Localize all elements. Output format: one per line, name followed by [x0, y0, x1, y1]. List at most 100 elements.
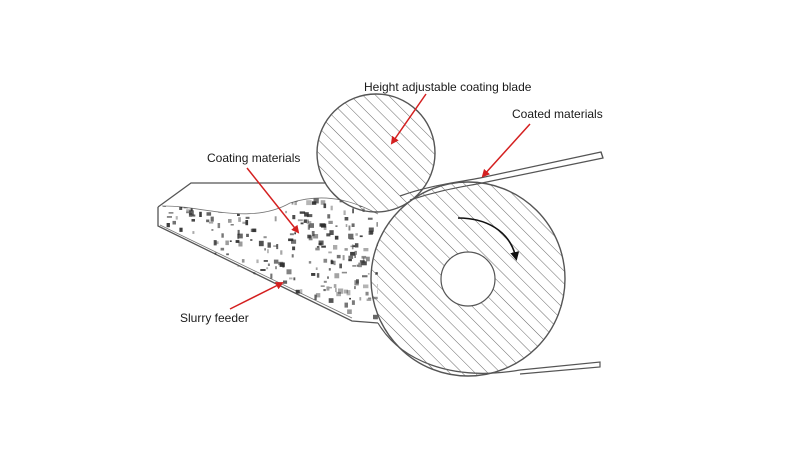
slurry-particle [206, 219, 210, 223]
slurry-particle [239, 271, 242, 274]
slurry-particle [328, 268, 331, 271]
slurry-particle [348, 258, 352, 262]
label-coating-materials: Coating materials [207, 151, 300, 165]
slurry-particle [316, 319, 320, 320]
slurry-particle [333, 260, 336, 266]
slurry-particle [166, 216, 172, 218]
slurry-particle [187, 296, 193, 299]
slurry-particle [328, 220, 333, 224]
slurry-particle [294, 314, 297, 319]
slurry-particle [170, 291, 173, 293]
slurry-particle [315, 267, 318, 270]
slurry-particle [318, 240, 324, 245]
slurry-particle [203, 294, 206, 300]
slurry-particle [246, 281, 251, 284]
slurry-particle [213, 240, 217, 246]
slurry-particle [163, 203, 166, 207]
slurry-particle [365, 291, 369, 296]
slurry-particle [318, 242, 322, 246]
feeder-arrow [229, 282, 284, 310]
slurry-particle [176, 278, 183, 282]
slurry-particle [349, 297, 351, 300]
slurry-particle [224, 206, 227, 210]
slurry-particle [289, 233, 294, 236]
slurry-particle [323, 258, 328, 263]
slurry-particle [359, 260, 365, 263]
slurry-particle [336, 316, 339, 320]
slurry-particle [223, 304, 229, 309]
slurry-particle [200, 192, 205, 194]
slurry-particle [256, 197, 263, 200]
slurry-particle [326, 233, 331, 237]
slurry-particle [248, 208, 253, 211]
slurry-particle [276, 244, 279, 250]
slurry-particle [335, 225, 338, 227]
slurry-particle [273, 245, 278, 247]
slurry-particle [292, 189, 296, 191]
slurry-particle [188, 287, 193, 289]
slurry-particle [200, 304, 205, 307]
rotation-arrow [457, 217, 520, 261]
slurry-particle [313, 198, 319, 204]
slurry-particle [167, 262, 170, 267]
slurry-particle [354, 280, 359, 286]
slurry-particle [224, 202, 227, 205]
slurry-particle [304, 186, 306, 188]
slurry-particle [250, 239, 253, 241]
slurry-particle [363, 248, 369, 252]
slurry-particle [256, 322, 261, 324]
slurry-particle [230, 224, 234, 226]
slurry-particle [196, 205, 199, 209]
slurry-particle [211, 186, 215, 188]
slurry-particle [335, 288, 337, 293]
slurry-particle [322, 321, 325, 323]
slurry-particle [243, 197, 248, 201]
slurry-particle [221, 233, 224, 238]
slurry-particle [311, 273, 316, 276]
slurry-particle [164, 260, 170, 266]
slurry-particle [242, 282, 246, 286]
slurry-particle [200, 302, 203, 307]
slurry-particle [238, 217, 241, 222]
slurry-particle [225, 240, 229, 246]
slurry-particle [169, 280, 175, 284]
slurry-particle [350, 245, 354, 248]
slurry-particle [190, 290, 194, 292]
slurry-particle [234, 199, 239, 202]
slurry-particle [244, 295, 247, 301]
slurry-particle [341, 271, 347, 274]
slurry-particle [175, 216, 178, 220]
slurry-particle [263, 202, 266, 208]
slurry-particle [309, 223, 314, 228]
slurry-particle [259, 324, 261, 328]
slurry-particle [167, 189, 172, 192]
slurry-particle [350, 251, 355, 256]
slurry-particle [238, 296, 244, 302]
slurry-particle [315, 293, 321, 298]
slurry-particle [271, 301, 274, 307]
slurry-particle [186, 211, 189, 214]
slurry-particle [208, 201, 212, 207]
slurry-particle [328, 298, 334, 303]
slurry-particle [300, 222, 304, 225]
slurry-particle [323, 203, 327, 209]
slurry-particle [238, 291, 244, 296]
slurry-particle [323, 226, 327, 230]
slurry-particle [180, 192, 183, 196]
slurry-particle [190, 207, 193, 212]
slurry-particle [333, 324, 335, 327]
slurry-particle [346, 290, 351, 296]
slurry-particle [301, 316, 304, 320]
slurry-particle [319, 223, 325, 227]
slurry-particle [269, 189, 273, 193]
slurry-particle [359, 235, 363, 238]
slurry-particle [373, 314, 378, 320]
slurry-particle [333, 284, 337, 288]
slurry-particle [289, 292, 294, 298]
slurry-particle [351, 300, 355, 305]
slurry-particle [349, 238, 354, 240]
slurry-particle [170, 292, 174, 295]
slurry-particle [330, 205, 333, 211]
slurry-particle [209, 294, 214, 297]
slurry-particle [215, 241, 219, 245]
